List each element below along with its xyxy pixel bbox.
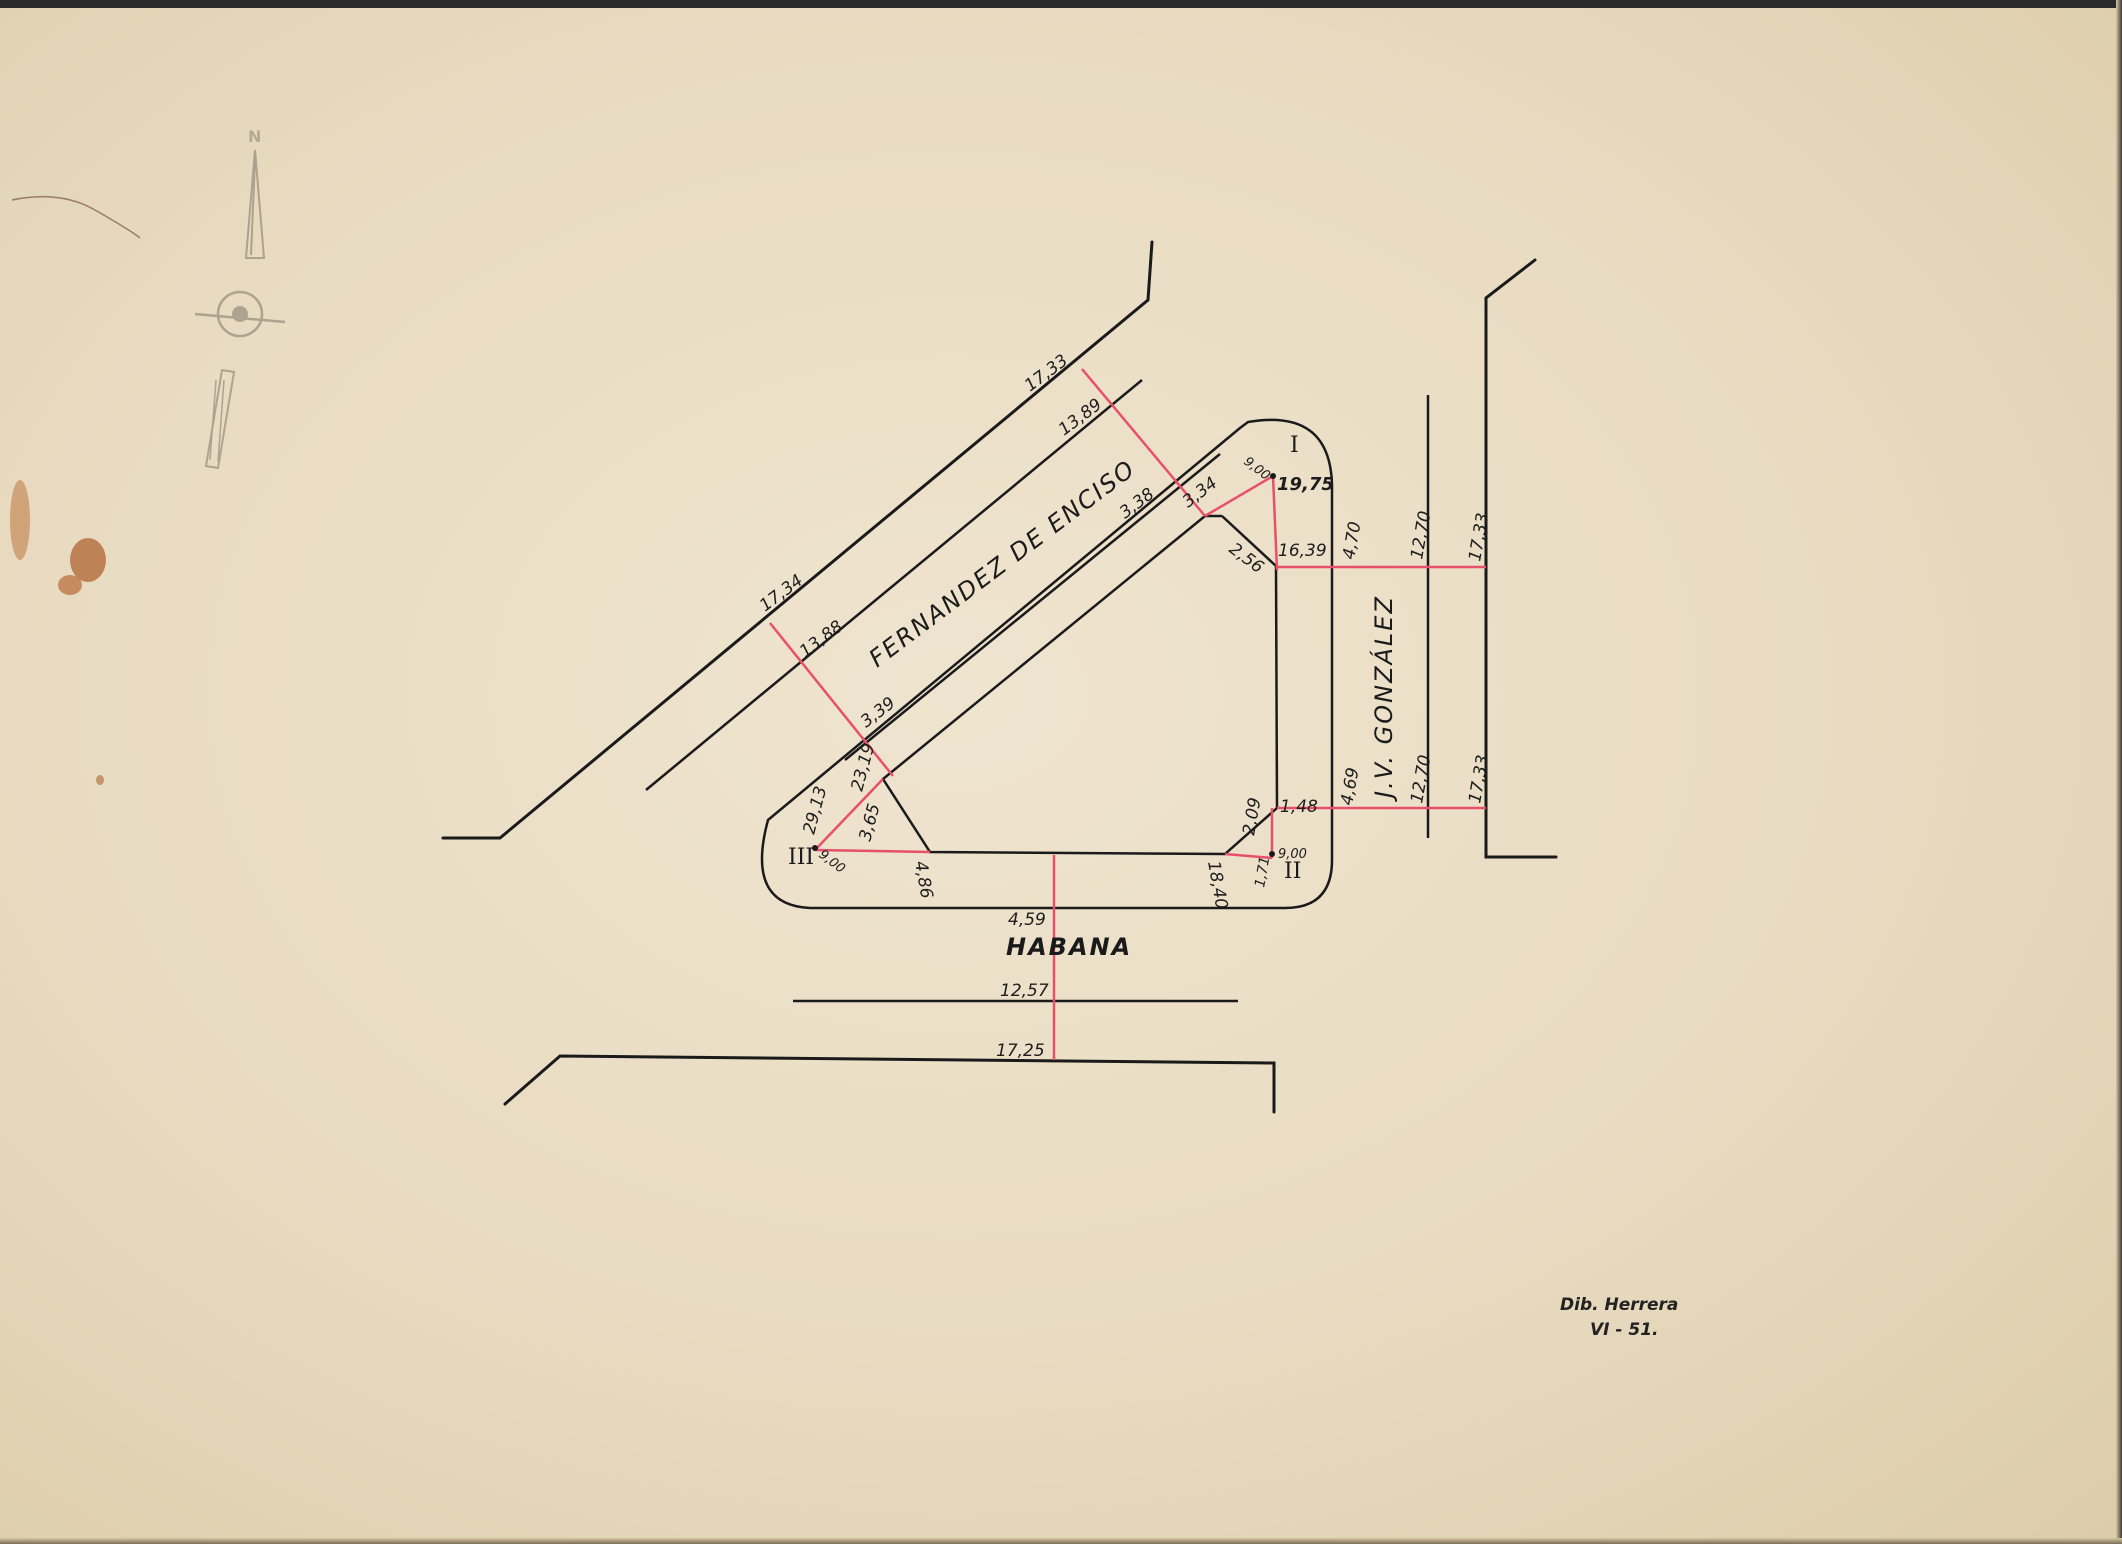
stray-mark bbox=[11, 195, 141, 239]
dim-v2-rad: 9,00 bbox=[1278, 847, 1307, 862]
dim-v1-lower: 16,39 bbox=[1278, 541, 1327, 561]
habana-street-lines bbox=[503, 999, 1276, 1114]
survey-red-lines bbox=[769, 368, 1486, 1060]
signature-name: Dib. Herrera bbox=[1560, 1295, 1678, 1315]
dim-jv-top-outer: 17,33 bbox=[1465, 511, 1493, 562]
dim-v1-side: 19,75 bbox=[1277, 474, 1334, 495]
dim-v2-diag: 2,09 bbox=[1239, 796, 1265, 837]
dim-jv-bot-inner: 4,69 bbox=[1337, 766, 1363, 807]
dim-fe-inner-left: 3,39 bbox=[857, 693, 899, 732]
dim-v3-left: 29,13 bbox=[800, 784, 832, 836]
dim-jv-bot-outer: 17,33 bbox=[1465, 753, 1493, 804]
gonzalez-street-lines bbox=[1426, 258, 1558, 859]
building-outline bbox=[881, 514, 1279, 856]
dim-hab-mid: 12,57 bbox=[1000, 981, 1049, 1001]
signature-date: VI - 51. bbox=[1590, 1320, 1659, 1340]
sheet-edge-bottom bbox=[0, 1538, 2122, 1544]
dim-fe-mid-left: 13,88 bbox=[796, 617, 847, 662]
dim-jv-bot-mid: 12,70 bbox=[1407, 753, 1435, 804]
sheet-edge-right bbox=[2116, 0, 2122, 1544]
dim-v1-inner: 2,56 bbox=[1225, 539, 1267, 578]
dim-v2-base: 18,40 bbox=[1203, 859, 1231, 910]
vertex-II-label: II bbox=[1284, 859, 1301, 884]
dim-fe-outer-right: 17,33 bbox=[1021, 351, 1072, 396]
dim-v2-upper: 1,48 bbox=[1280, 797, 1318, 817]
sheet-edge-top bbox=[0, 0, 2122, 8]
fernandez-street-lines bbox=[441, 240, 1221, 840]
paper-stains bbox=[10, 480, 106, 785]
dim-fe-corner: 3,34 bbox=[1179, 473, 1221, 512]
street-label-habana: HABANA bbox=[1006, 933, 1132, 961]
compass-north-label: N bbox=[248, 127, 261, 146]
north-arrow-icon: N bbox=[194, 127, 286, 470]
dim-v3-diag: 3,65 bbox=[856, 802, 885, 844]
dim-jv-top-mid: 12,70 bbox=[1407, 509, 1435, 560]
lot-rounded-outline bbox=[760, 418, 1334, 910]
vertex-III-label: III bbox=[788, 845, 814, 870]
street-label-fernandez: FERNANDEZ DE ENCISO bbox=[864, 454, 1141, 673]
street-label-gonzalez: J.V. GONZÁLEZ bbox=[1369, 595, 1398, 802]
control-points bbox=[812, 473, 1276, 857]
draftsman-signature: Dib. Herrera VI - 51. bbox=[1560, 1295, 1678, 1340]
dim-v2-small: 1,71 bbox=[1252, 855, 1273, 888]
vertex-I-label: I bbox=[1290, 433, 1299, 458]
dim-jv-top-inner: 4,70 bbox=[1339, 520, 1365, 561]
dim-hab-outer: 17,25 bbox=[996, 1041, 1045, 1061]
dim-v3-base: 4,86 bbox=[910, 859, 936, 900]
dim-fe-outer-left: 17,34 bbox=[756, 571, 807, 616]
dim-hab-inner: 4,59 bbox=[1008, 910, 1046, 930]
